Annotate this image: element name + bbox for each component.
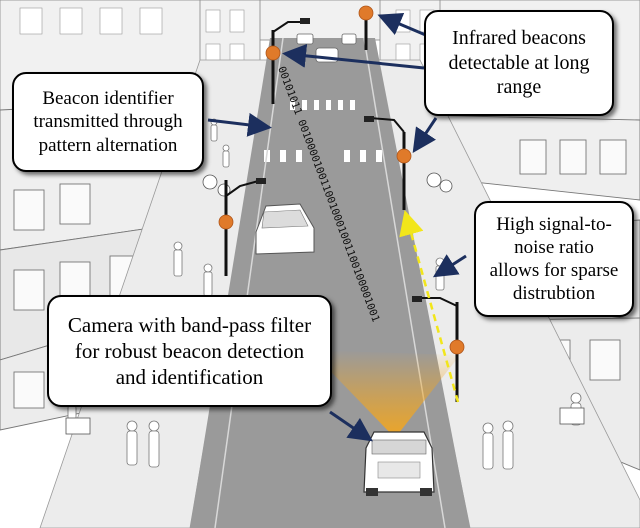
callout-arrows bbox=[207, 12, 467, 442]
callout-infrared-beacons: Infrared beacons detectable at long rang… bbox=[424, 10, 614, 116]
beacon-top-left bbox=[265, 45, 281, 61]
camera-vehicle bbox=[363, 431, 435, 496]
lamp-heads bbox=[256, 18, 422, 302]
beacon-left bbox=[218, 214, 234, 230]
camera-detection-cone bbox=[310, 350, 460, 438]
pedestrians bbox=[67, 118, 582, 470]
beacon-right-mid bbox=[396, 148, 412, 164]
cafe-tables bbox=[65, 172, 585, 435]
callout-signal-to-noise: High signal-to- noise ratio allows for s… bbox=[474, 201, 634, 317]
beacon-right-near bbox=[449, 339, 465, 355]
beacon-markers bbox=[218, 5, 465, 355]
callout-camera-band-pass: Camera with band-pass filter for robust … bbox=[47, 295, 332, 407]
white-car bbox=[255, 203, 315, 255]
callout-beacon-identifier: Beacon identifier transmitted through pa… bbox=[12, 72, 204, 172]
beacon-top-right bbox=[358, 5, 374, 21]
